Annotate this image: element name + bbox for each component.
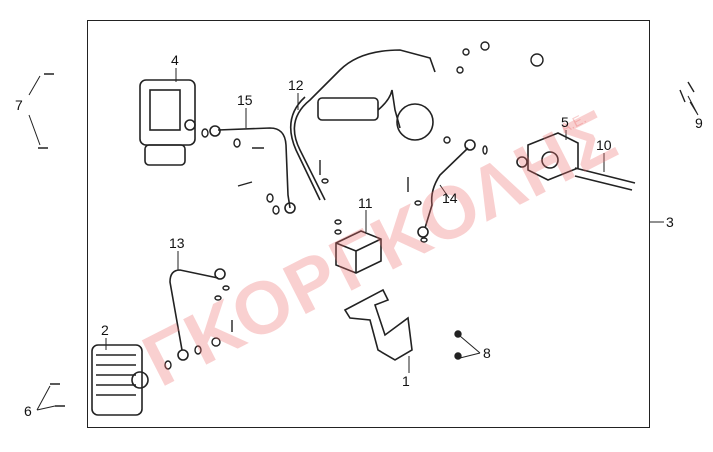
callout-15: 15 [237, 92, 253, 108]
brake-lever-part-10 [574, 167, 636, 191]
callout-9: 9 [695, 115, 703, 131]
callout-13: 13 [169, 235, 185, 251]
brake-hose-part-13 [169, 269, 219, 351]
callout-7: 7 [15, 97, 23, 113]
callout-8: 8 [483, 345, 491, 361]
front-caliper-part-4 [139, 79, 196, 166]
callout-2: 2 [101, 322, 109, 338]
distribution-block-part-11 [335, 230, 382, 274]
callout-11: 11 [358, 195, 373, 211]
callout-4: 4 [171, 52, 179, 68]
brake-hose-part-12 [293, 49, 436, 201]
callout-1: 1 [402, 373, 410, 389]
callout-6: 6 [24, 403, 32, 419]
callout-5: 5 [561, 114, 569, 130]
rear-caliper-part-2 [91, 344, 149, 416]
brake-valve-assembly [317, 89, 434, 141]
callout-14: 14 [442, 190, 458, 206]
leader-lines [28, 68, 699, 411]
callout-10: 10 [596, 137, 612, 153]
brake-hose-part-15 [217, 127, 291, 209]
diagram-frame [87, 20, 650, 428]
brake-hose-part-14 [424, 147, 469, 229]
callout-12: 12 [288, 77, 304, 93]
bolts-and-washers [38, 41, 695, 407]
bracket-part-1 [343, 288, 413, 361]
callout-3: 3 [666, 214, 674, 230]
